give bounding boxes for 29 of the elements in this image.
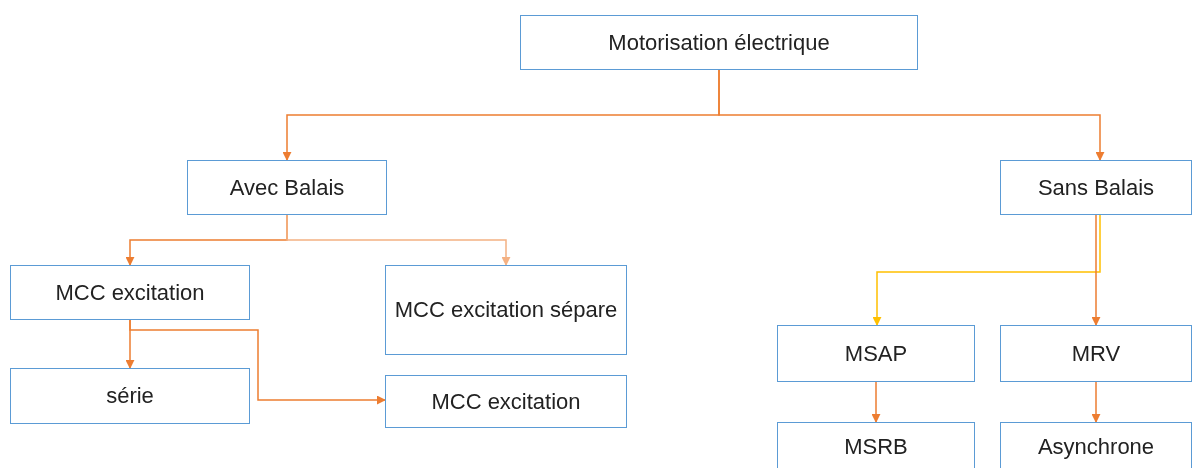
- process-box: [777, 422, 975, 468]
- box-label: MRV: [1071, 339, 1121, 368]
- process-box: [1000, 160, 1192, 215]
- box-label: Motorisation électrique: [608, 28, 830, 57]
- box-label: Avec Balais: [229, 173, 345, 202]
- arrow: [1091, 381, 1101, 423]
- box-label: MCC excitation: [55, 278, 205, 307]
- process-box: [385, 375, 627, 428]
- arrow: [718, 69, 1105, 161]
- arrow: [129, 319, 386, 405]
- box-label: MSRB: [844, 433, 908, 462]
- box-label: Sans Balais: [1037, 173, 1155, 202]
- process-box: [1000, 325, 1192, 382]
- process-box: [385, 265, 627, 355]
- box-label: MCC excitation sépare: [394, 296, 618, 325]
- process-box: [10, 368, 250, 424]
- process-box: [520, 15, 918, 70]
- arrow: [872, 214, 1101, 326]
- process-box: [777, 325, 975, 382]
- process-box: [1000, 422, 1192, 468]
- process-box: [10, 265, 250, 320]
- arrow: [286, 214, 511, 266]
- box-label: MCC excitation: [431, 387, 581, 416]
- arrow: [1091, 214, 1101, 326]
- box-label: Asynchrone: [1037, 433, 1155, 462]
- process-box: [187, 160, 387, 215]
- box-label: série: [106, 382, 154, 411]
- arrow: [871, 381, 881, 423]
- box-label: MSAP: [844, 339, 908, 368]
